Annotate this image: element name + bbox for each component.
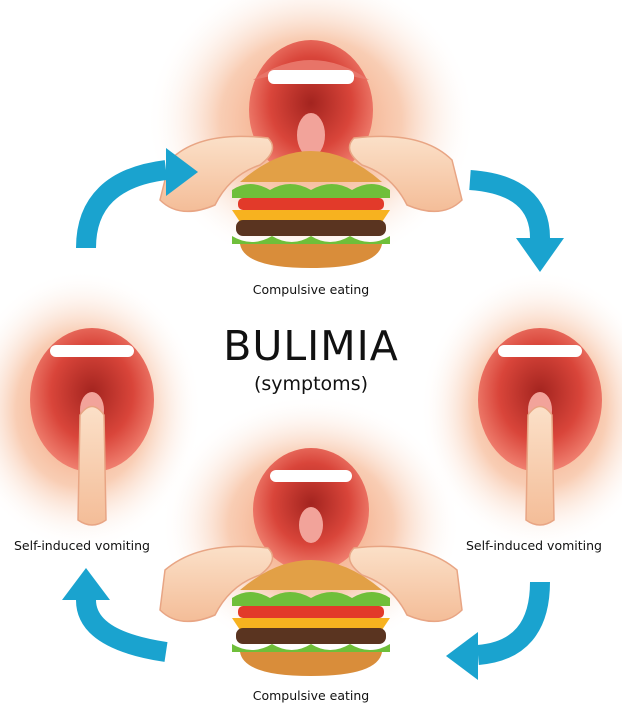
diagram-subtitle: (symptoms): [0, 373, 622, 395]
top-eating-illustration: [146, 0, 476, 270]
diagram-title: BULIMIA: [0, 322, 622, 370]
caption-left: Self-induced vomiting: [14, 538, 150, 553]
caption-bottom: Compulsive eating: [0, 688, 622, 703]
bottom-eating-illustration: [160, 395, 462, 676]
arrow-top-right-head-icon: [516, 238, 564, 272]
arrow-bottom-left-icon: [86, 600, 166, 652]
arrow-top-left-icon: [86, 170, 166, 248]
arrow-bottom-right-head-icon: [446, 632, 478, 680]
arrow-top-right-icon: [470, 180, 540, 238]
left-finger: [78, 407, 106, 526]
caption-top: Compulsive eating: [0, 282, 622, 297]
caption-right: Self-induced vomiting: [466, 538, 602, 553]
arrow-bottom-right-icon: [478, 582, 540, 655]
arrow-bottom-left-head-icon: [62, 568, 110, 600]
right-finger: [526, 407, 554, 526]
